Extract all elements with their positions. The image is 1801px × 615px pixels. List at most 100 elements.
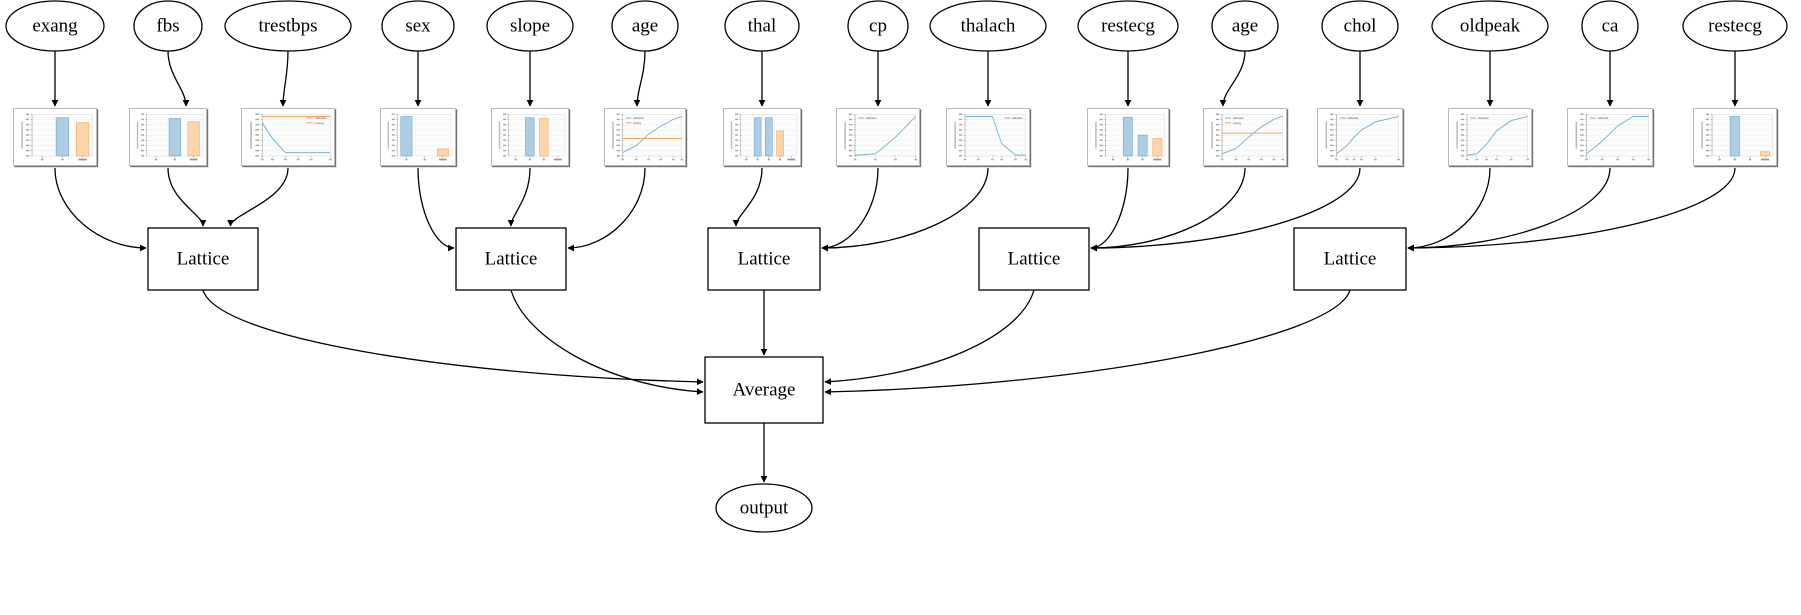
feature-node-age[interactable]: age: [611, 0, 679, 52]
plot-canvas: calibrated: [954, 113, 1028, 161]
plot-ytick-label: [503, 149, 507, 152]
plot-canvas: calibrated: [1325, 113, 1400, 161]
edge-calibrator-to-lattice: [1407, 167, 1491, 252]
plot-ytick-label: [1099, 149, 1103, 152]
calibrator-plot-restecg: [1693, 108, 1777, 166]
lattice-node-3[interactable]: Lattice: [707, 227, 821, 291]
plot-ytick-label: [1330, 113, 1334, 115]
edge-lattice-to-average: [824, 289, 1351, 396]
feature-node-shape: [724, 0, 800, 52]
plot-xtick-label: [405, 158, 408, 161]
feature-node-label: restecg: [1708, 15, 1762, 36]
edge-calibrator-to-lattice: [821, 167, 989, 252]
plot-ytick-label: [1099, 139, 1103, 141]
feature-node-label: fbs: [156, 15, 179, 36]
plot-bar-calibrated: [1137, 134, 1148, 157]
plot-canvas: calibrated: [1456, 113, 1530, 161]
feature-node-label: thal: [748, 15, 777, 36]
lattice-node-2[interactable]: Lattice: [455, 227, 567, 291]
average-node-shape: [704, 356, 824, 424]
plot-bar-calibrated: [168, 118, 181, 157]
plot-xtick-label: [1359, 158, 1363, 161]
calibrator-plot-exang: [13, 108, 97, 166]
plot-ytick-label: [1099, 123, 1103, 126]
lattice-node-4[interactable]: Lattice: [978, 227, 1090, 291]
plot-ytick-label: [735, 113, 739, 115]
feature-node-label: cp: [869, 15, 887, 36]
plot-line-calibrated: [965, 116, 1026, 156]
plot-ytick-label: [1099, 144, 1103, 147]
plot-ylabel: [1211, 121, 1213, 149]
plot-canvas: [136, 113, 204, 161]
plot-ytick-label: [1330, 149, 1334, 152]
plot-ytick-label: [1460, 144, 1465, 147]
lattice-node-1[interactable]: Lattice: [147, 227, 259, 291]
plot-xtick-label: [1718, 158, 1721, 161]
feature-node-cp[interactable]: cp: [847, 0, 909, 52]
feature-node-age[interactable]: age: [1211, 0, 1279, 52]
calibrator-plot-restecg: [1087, 108, 1169, 166]
feature-node-shape: [1077, 0, 1179, 52]
feature-node-exang[interactable]: exang: [5, 0, 105, 52]
plot-ytick-label: [958, 155, 963, 157]
feature-node-trestbps[interactable]: trestbps: [224, 0, 352, 52]
feature-node-label: slope: [510, 15, 550, 36]
plot-ytick-label: [958, 113, 963, 115]
plot-xtick-label: [423, 158, 426, 161]
feature-node-chol[interactable]: chol: [1321, 0, 1399, 52]
plot-line-calibrated: [1586, 116, 1649, 155]
plot-xtick-label: [514, 158, 517, 161]
edge-lattice-to-average: [202, 289, 704, 386]
feature-node-shape: [1581, 0, 1639, 52]
plot-ytick-label: [1580, 129, 1584, 131]
plot-xtick-label: [1014, 158, 1017, 161]
calibrator-plot-thal: [723, 108, 801, 166]
edge-feature-to-calibrator: [1219, 50, 1246, 107]
plot-xtick-label: [1647, 158, 1650, 161]
plot-legend-label-calibrated: calibrated: [1347, 116, 1358, 120]
feature-node-restecg[interactable]: restecg: [1077, 0, 1179, 52]
plot-ytick-label: [1099, 118, 1103, 121]
plot-xtick-label: [659, 158, 663, 161]
feature-node-fbs[interactable]: fbs: [133, 0, 203, 52]
plot-xtick-label: [1000, 158, 1003, 161]
feature-node-label: trestbps: [258, 15, 317, 36]
plot-xtick-label: [1024, 158, 1028, 161]
feature-node-label: thalach: [961, 15, 1016, 36]
plot-xtick-label: [1748, 158, 1751, 161]
plot-ytick-label: [1580, 155, 1584, 157]
lattice-node-label: Lattice: [485, 248, 538, 269]
plot-ytick-label: [1099, 134, 1103, 136]
feature-node-restecg[interactable]: restecg: [1682, 0, 1788, 52]
plot-xtick-label: [554, 158, 562, 161]
plot-ytick-label: [503, 113, 507, 115]
feature-node-ca[interactable]: ca: [1581, 0, 1639, 52]
feature-node-oldpeak[interactable]: oldpeak: [1431, 0, 1549, 52]
output-node[interactable]: output: [715, 483, 813, 533]
plot-ytick-label: [616, 123, 620, 126]
plot-legend-label-missing: missing: [315, 121, 325, 125]
plot-ytick-label: [1705, 113, 1710, 115]
feature-node-thal[interactable]: thal: [724, 0, 800, 52]
edge-calibrator-to-lattice: [1090, 167, 1246, 252]
average-node[interactable]: Average: [704, 356, 824, 424]
plot-bar-missing: [1760, 151, 1771, 157]
edges-plot-to-lattice: [54, 167, 1736, 252]
plot-ytick-label: [616, 113, 620, 115]
plot-xtick-label: [991, 158, 994, 161]
lattice-node-shape: [1293, 227, 1407, 291]
plot-ytick-label: [958, 123, 963, 126]
lattice-node-5[interactable]: Lattice: [1293, 227, 1407, 291]
edge-calibrator-to-lattice: [1407, 167, 1736, 252]
plot-ytick-label: [25, 134, 30, 136]
feature-node-slope[interactable]: slope: [486, 0, 574, 52]
plot-xtick-label: [634, 158, 638, 161]
lattice-node-shape: [147, 227, 259, 291]
feature-node-sex[interactable]: sex: [381, 0, 455, 52]
lattice-nodes: Lattice Lattice Lattice Lattice Lattice: [147, 227, 1407, 291]
plot-ylabel: [1325, 121, 1328, 149]
feature-node-thalach[interactable]: thalach: [929, 0, 1047, 52]
plot-legend-label-calibrated: calibrated: [1012, 116, 1023, 120]
